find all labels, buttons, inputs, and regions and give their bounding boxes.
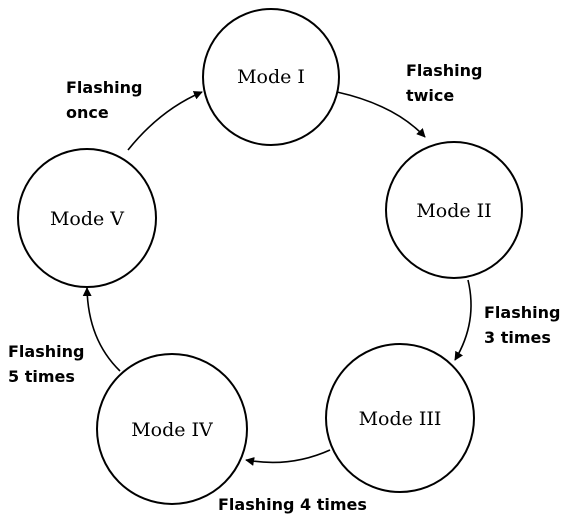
node-label: Mode I — [237, 66, 305, 88]
node-mode-5: Mode V — [17, 148, 157, 288]
edge-mode3-to-mode4 — [245, 449, 331, 466]
edge-label-mode3-mode4: Flashing 4 times — [218, 495, 367, 514]
edge-mode1-to-mode2 — [336, 91, 426, 138]
node-mode-1: Mode I — [202, 8, 340, 146]
edge-label-mode4-mode5: Flashing 5 times — [8, 342, 90, 386]
node-mode-2: Mode II — [385, 141, 523, 279]
edge-label-mode5-mode1: Flashing once — [66, 78, 148, 122]
edge-mode4-to-mode5 — [82, 287, 121, 372]
node-label: Mode III — [359, 408, 442, 430]
node-label: Mode V — [50, 208, 124, 230]
edge-mode5-to-mode1 — [127, 91, 203, 151]
node-label: Mode IV — [131, 419, 213, 441]
node-mode-3: Mode III — [325, 343, 475, 493]
node-label: Mode II — [416, 200, 491, 222]
edge-label-mode1-mode2: Flashing twice — [406, 61, 488, 105]
edge-label-mode2-mode3: Flashing 3 times — [484, 303, 566, 347]
edge-mode2-to-mode3 — [454, 279, 472, 361]
node-mode-4: Mode IV — [96, 353, 248, 505]
